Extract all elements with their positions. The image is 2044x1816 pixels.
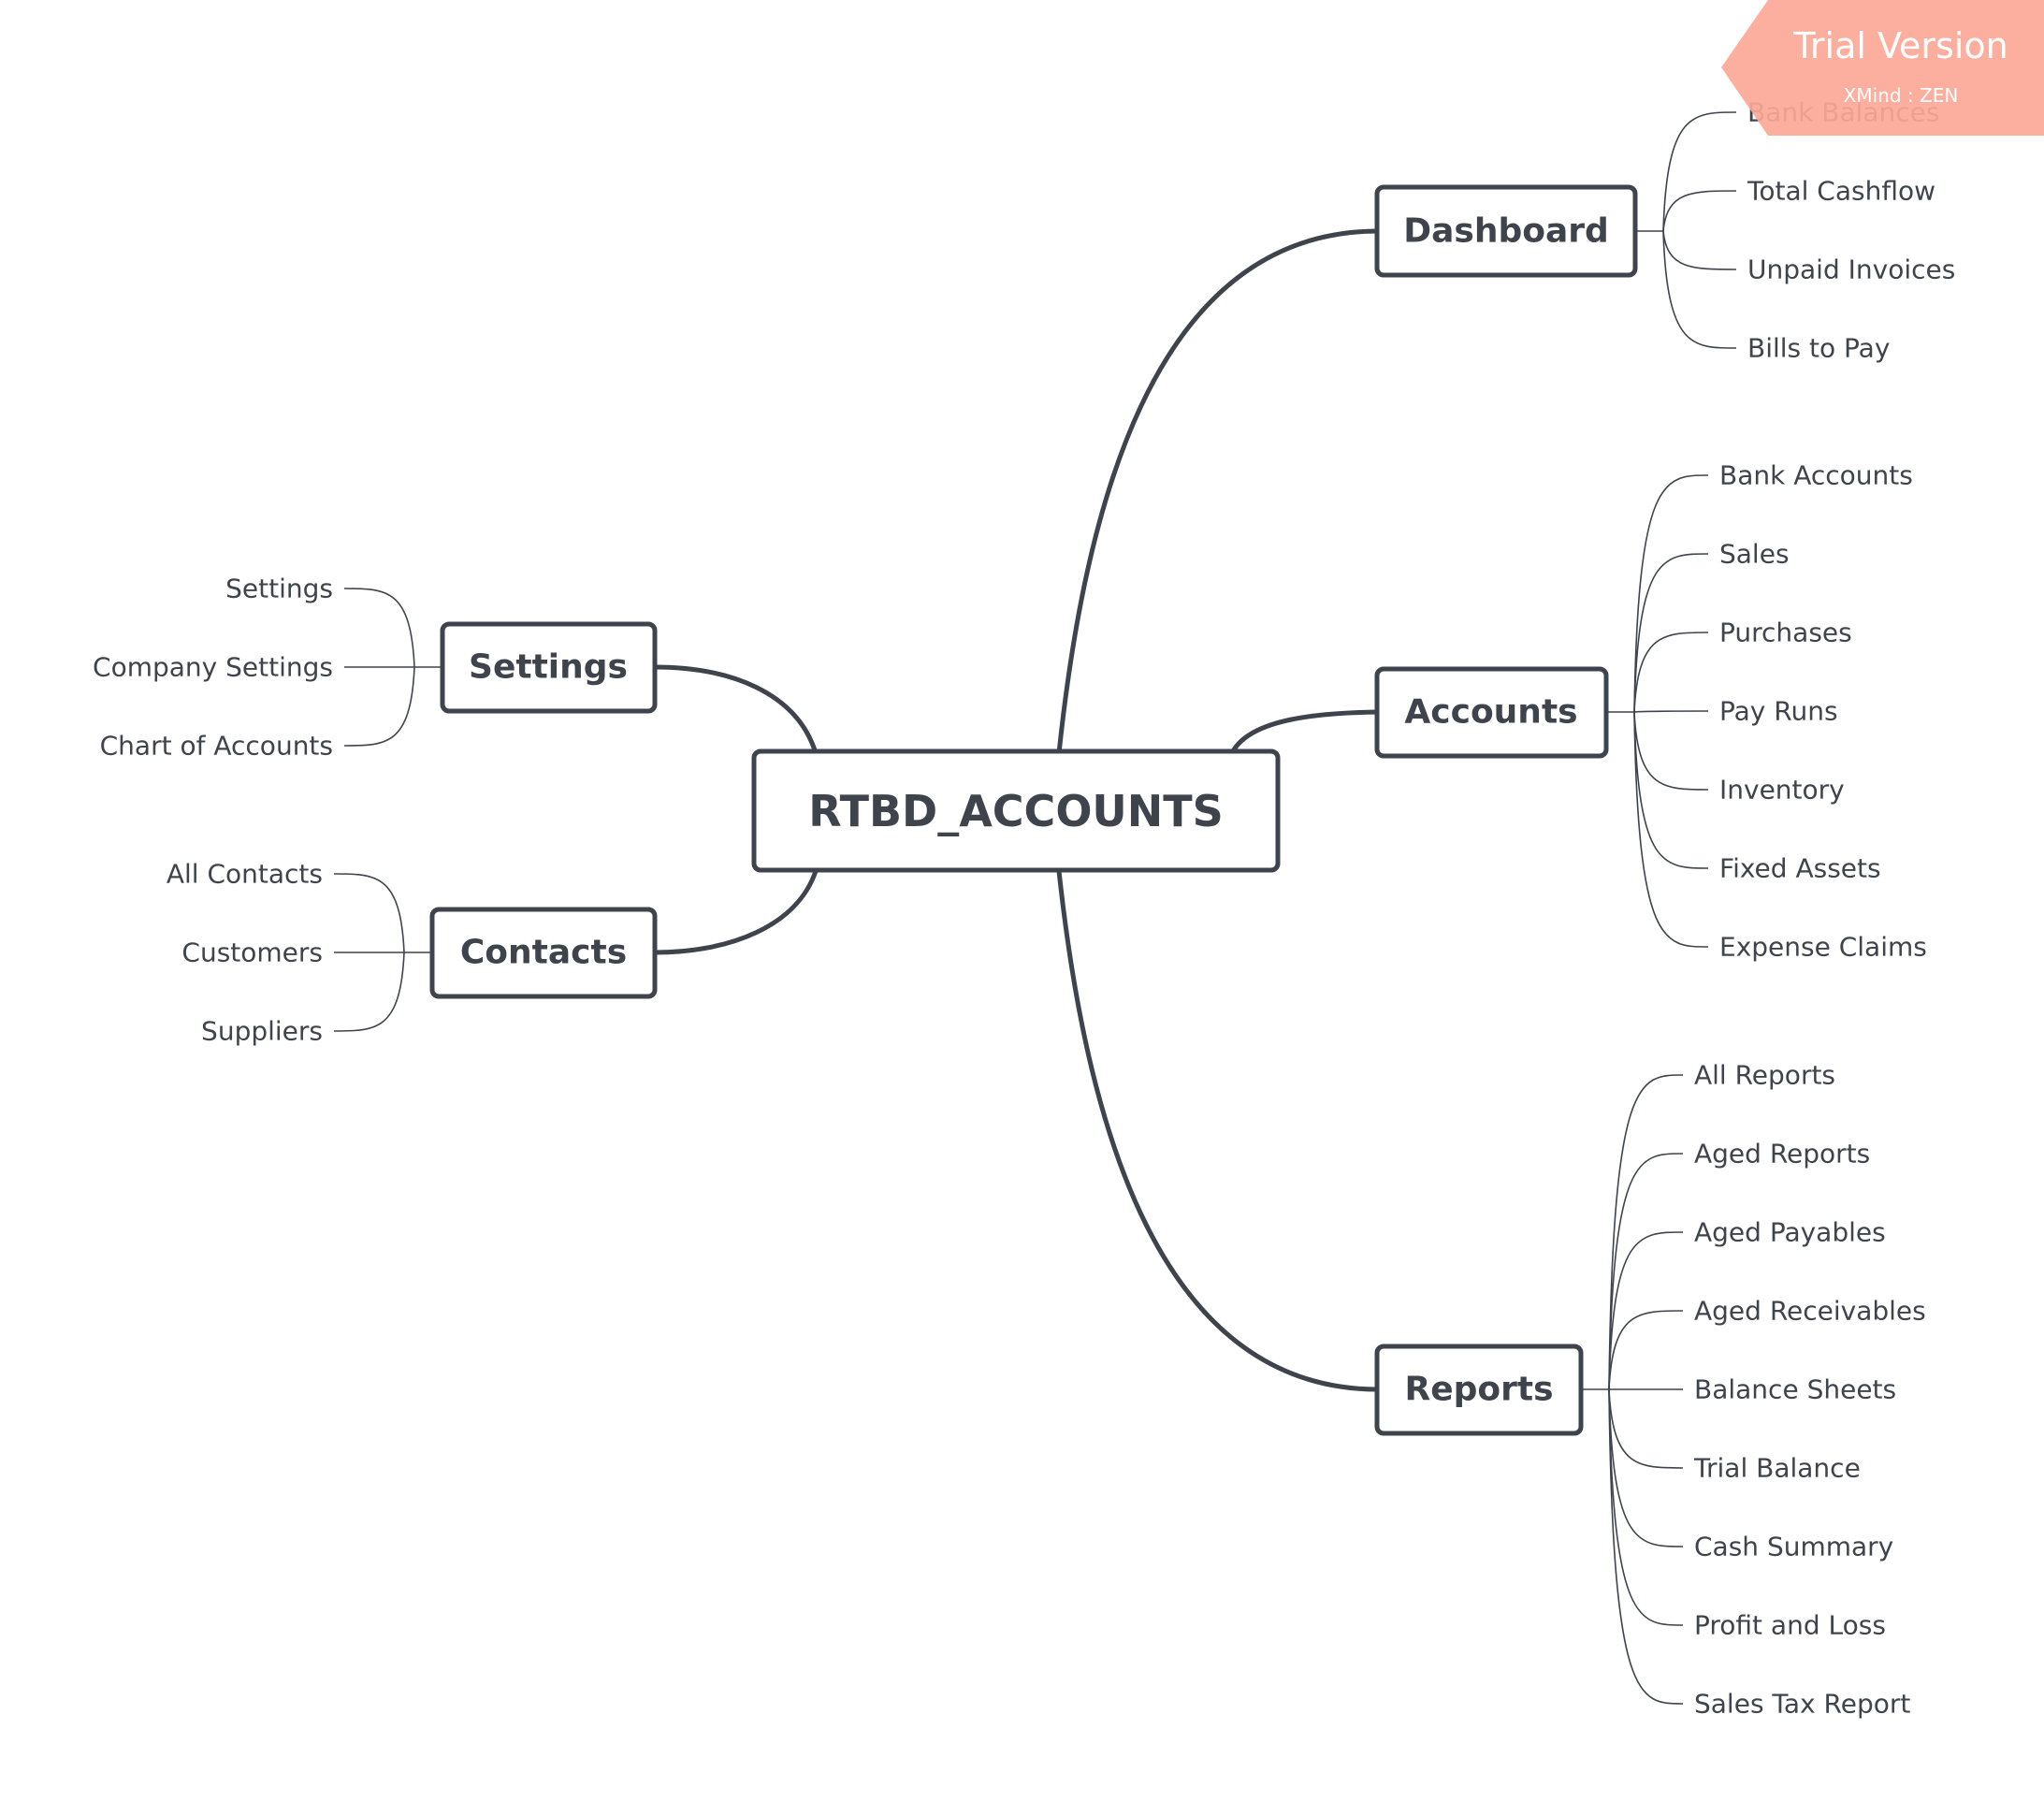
- accounts-leaf-connector: [1633, 711, 1709, 869]
- contacts-topic-box[interactable]: [429, 907, 658, 999]
- dashboard-subtopic[interactable]: Unpaid Invoices: [1747, 254, 1955, 285]
- reports-topic-label: Reports: [1404, 1371, 1553, 1409]
- settings-leaf-connector: [343, 588, 415, 668]
- accounts-leaf-connector: [1633, 474, 1709, 713]
- settings-topic-box[interactable]: [440, 621, 658, 714]
- accounts-topic-box[interactable]: [1374, 666, 1609, 759]
- contacts-topic-label: Contacts: [460, 934, 627, 972]
- reports-leaf-connector: [1608, 1388, 1684, 1705]
- settings-subtopic[interactable]: Company Settings: [93, 652, 333, 683]
- reports-leaf-connector: [1608, 1231, 1684, 1390]
- accounts-leaf-connector: [1633, 553, 1709, 713]
- accounts-subtopic[interactable]: Inventory: [1719, 775, 1845, 806]
- dashboard-topic-box[interactable]: [1374, 184, 1638, 278]
- reports-subtopic[interactable]: All Reports: [1694, 1060, 1835, 1091]
- connector-reports: [1056, 868, 1380, 1392]
- contacts-subtopic[interactable]: Customers: [181, 937, 323, 968]
- reports-subtopic[interactable]: Aged Receivables: [1694, 1296, 1926, 1327]
- connector-settings: [652, 664, 819, 756]
- accounts-subtopic[interactable]: Bank Accounts: [1719, 460, 1913, 491]
- settings-subtopic[interactable]: Chart of Accounts: [100, 731, 333, 762]
- settings-subtopic[interactable]: Settings: [225, 574, 333, 604]
- settings-leaf-connector: [343, 666, 415, 747]
- reports-leaf-connector: [1608, 1310, 1684, 1390]
- reports-leaf-connector: [1608, 1388, 1684, 1547]
- reports-subtopic[interactable]: Trial Balance: [1693, 1453, 1861, 1484]
- accounts-subtopic[interactable]: Purchases: [1719, 617, 1852, 648]
- reports-subtopic[interactable]: Aged Payables: [1694, 1217, 1886, 1248]
- trial-ribbon-shape: [1721, 0, 2044, 136]
- connector-dashboard: [1056, 228, 1380, 756]
- accounts-subtopic[interactable]: Expense Claims: [1719, 932, 1927, 963]
- dashboard-leaf-connector: [1662, 190, 1737, 232]
- leaf-connectors: [333, 111, 1737, 1705]
- reports-leaf-connector: [1608, 1388, 1684, 1469]
- reports-leaf-connector: [1608, 1153, 1684, 1390]
- dashboard-leaf-connector: [1662, 230, 1737, 349]
- accounts-topic-label: Accounts: [1404, 693, 1577, 732]
- dashboard-leaf-connector: [1662, 111, 1737, 232]
- accounts-subtopic[interactable]: Pay Runs: [1719, 696, 1838, 727]
- reports-leaf-connector: [1608, 1388, 1684, 1626]
- dashboard-topic-label: Dashboard: [1403, 212, 1609, 251]
- accounts-leaf-connector: [1633, 632, 1709, 713]
- connector-contacts: [652, 868, 819, 955]
- dashboard-leaf-connector: [1662, 230, 1737, 270]
- reports-subtopic[interactable]: Balance Sheets: [1694, 1374, 1896, 1405]
- contacts-leaf-connector: [333, 873, 405, 953]
- accounts-leaf-connector: [1633, 711, 1709, 948]
- accounts-leaf-connector: [1633, 710, 1709, 713]
- accounts-leaf-connector: [1633, 711, 1709, 791]
- reports-subtopic[interactable]: Aged Reports: [1694, 1139, 1870, 1170]
- accounts-subtopic[interactable]: Sales: [1719, 539, 1790, 570]
- central-topic-box[interactable]: [751, 748, 1281, 873]
- dashboard-subtopic[interactable]: Total Cashflow: [1747, 176, 1935, 207]
- settings-topic-label: Settings: [469, 648, 628, 687]
- reports-leaf-connector: [1608, 1074, 1684, 1390]
- dashboard-subtopic[interactable]: Bills to Pay: [1747, 333, 1890, 364]
- connector-accounts: [1230, 709, 1380, 754]
- trial-watermark: Trial Version XMind : ZEN: [1721, 0, 2044, 136]
- contacts-subtopic[interactable]: All Contacts: [167, 859, 323, 890]
- reports-subtopic[interactable]: Cash Summary: [1694, 1532, 1893, 1562]
- xmind-zen-text: XMind : ZEN: [1844, 84, 1959, 107]
- contacts-subtopic[interactable]: Suppliers: [201, 1016, 323, 1047]
- trial-version-text: Trial Version: [1792, 25, 2008, 66]
- central-topic-label: RTBD_ACCOUNTS: [808, 786, 1224, 836]
- contacts-leaf-connector: [333, 952, 405, 1032]
- accounts-subtopic[interactable]: Fixed Assets: [1719, 853, 1881, 884]
- reports-subtopic[interactable]: Profit and Loss: [1694, 1610, 1886, 1641]
- reports-subtopic[interactable]: Sales Tax Report: [1694, 1689, 1910, 1720]
- reports-topic-box[interactable]: [1374, 1344, 1584, 1436]
